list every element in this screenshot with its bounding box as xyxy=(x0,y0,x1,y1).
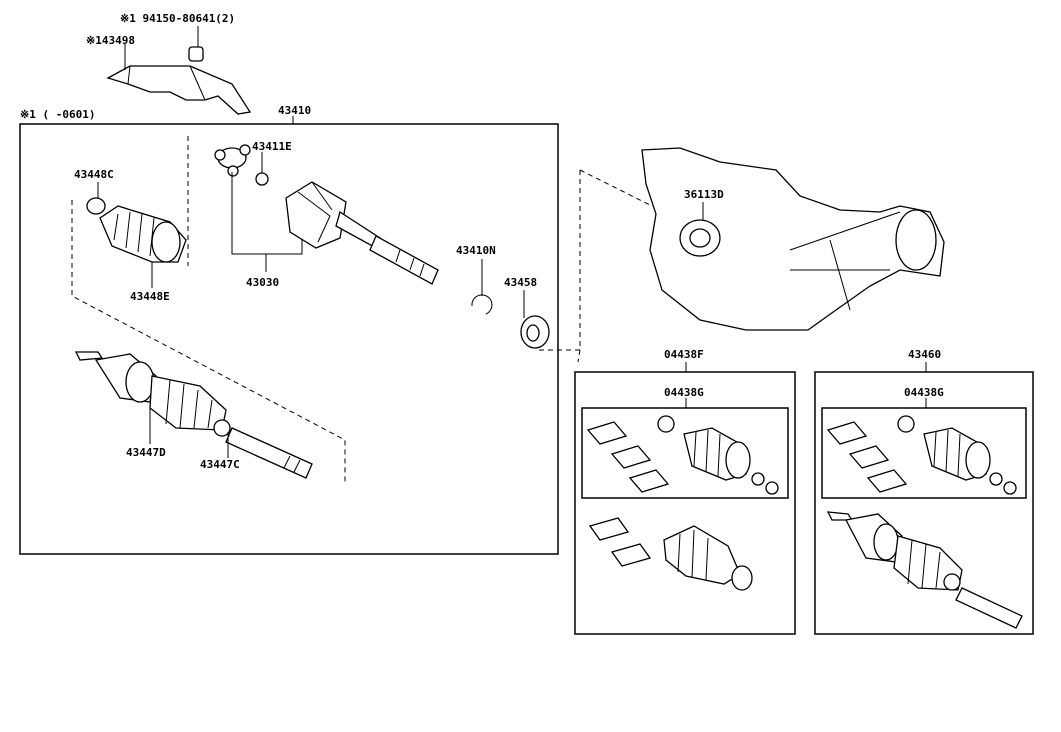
label-43448c: 43448C xyxy=(74,168,114,181)
boot-kit-a xyxy=(586,415,779,591)
label-04438g-a: 04438G xyxy=(664,386,704,399)
kit-frame-04438f xyxy=(574,371,796,635)
tripod-joint xyxy=(214,144,251,177)
note-nut-part: ※1 94150-80641(2) xyxy=(120,12,235,25)
drive-shaft-assembly xyxy=(74,351,313,479)
label-43447c: 43447C xyxy=(200,458,240,471)
inner-joint-shaft xyxy=(285,181,439,285)
label-43447d: 43447D xyxy=(126,446,166,459)
label-43030: 43030 xyxy=(246,276,279,289)
oil-seal xyxy=(520,315,550,349)
label-04438g-b: 04438G xyxy=(904,386,944,399)
note-date-range: ※1 ( -0601) xyxy=(20,108,95,121)
label-36113d: 36113D xyxy=(684,188,724,201)
label-43410: 43410 xyxy=(278,104,311,117)
label-43458: 43458 xyxy=(504,276,537,289)
kit-frame-43460 xyxy=(814,371,1034,635)
boot-clamp-43448c xyxy=(86,197,106,215)
label-43410n: 43410N xyxy=(456,244,496,257)
kit-subframe-04438g-b xyxy=(821,407,1027,499)
note-bracket-part: ※143498 xyxy=(86,34,135,47)
label-43448e: 43448E xyxy=(130,290,170,303)
snap-ring-43411e xyxy=(255,172,269,186)
bracket-part xyxy=(106,46,252,115)
label-43460: 43460 xyxy=(908,348,941,361)
label-04438f: 04438F xyxy=(664,348,704,361)
main-assembly-frame xyxy=(19,123,559,555)
inner-boot xyxy=(99,205,187,263)
dashed-guide-right xyxy=(535,169,651,363)
dashed-guide-lower xyxy=(71,200,346,484)
differential-housing xyxy=(641,147,945,331)
drive-shaft-kit xyxy=(826,511,1023,629)
snap-ring-43410n xyxy=(471,294,493,315)
boot-kit-b xyxy=(826,415,1017,495)
kit-subframe-04438g-a xyxy=(581,407,789,499)
label-43411e: 43411E xyxy=(252,140,292,153)
